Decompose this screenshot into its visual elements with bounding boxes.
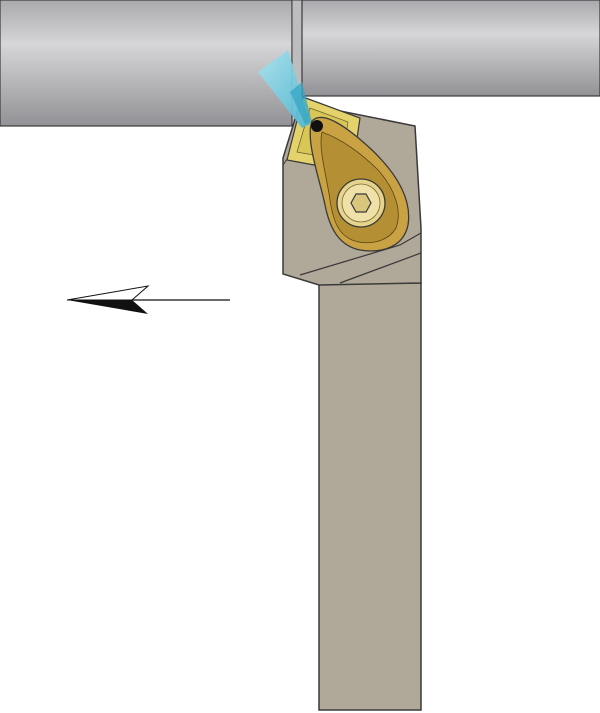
feed-direction-arrow bbox=[66, 285, 230, 314]
coolant-jet bbox=[258, 50, 312, 128]
hex-socket-icon bbox=[350, 193, 372, 213]
clamp-pin-icon bbox=[311, 120, 323, 132]
coolant-jet-core bbox=[290, 82, 312, 124]
workpiece bbox=[0, 0, 600, 127]
tool-holder-bevel bbox=[299, 232, 422, 284]
coolant-jet-cone bbox=[258, 50, 310, 128]
arrow-head-highlight bbox=[66, 285, 150, 301]
tool-holder-shank bbox=[318, 282, 422, 711]
workpiece-right-section bbox=[301, 0, 600, 97]
hex-socket-screw bbox=[336, 178, 386, 228]
workpiece-left-section bbox=[0, 0, 293, 127]
